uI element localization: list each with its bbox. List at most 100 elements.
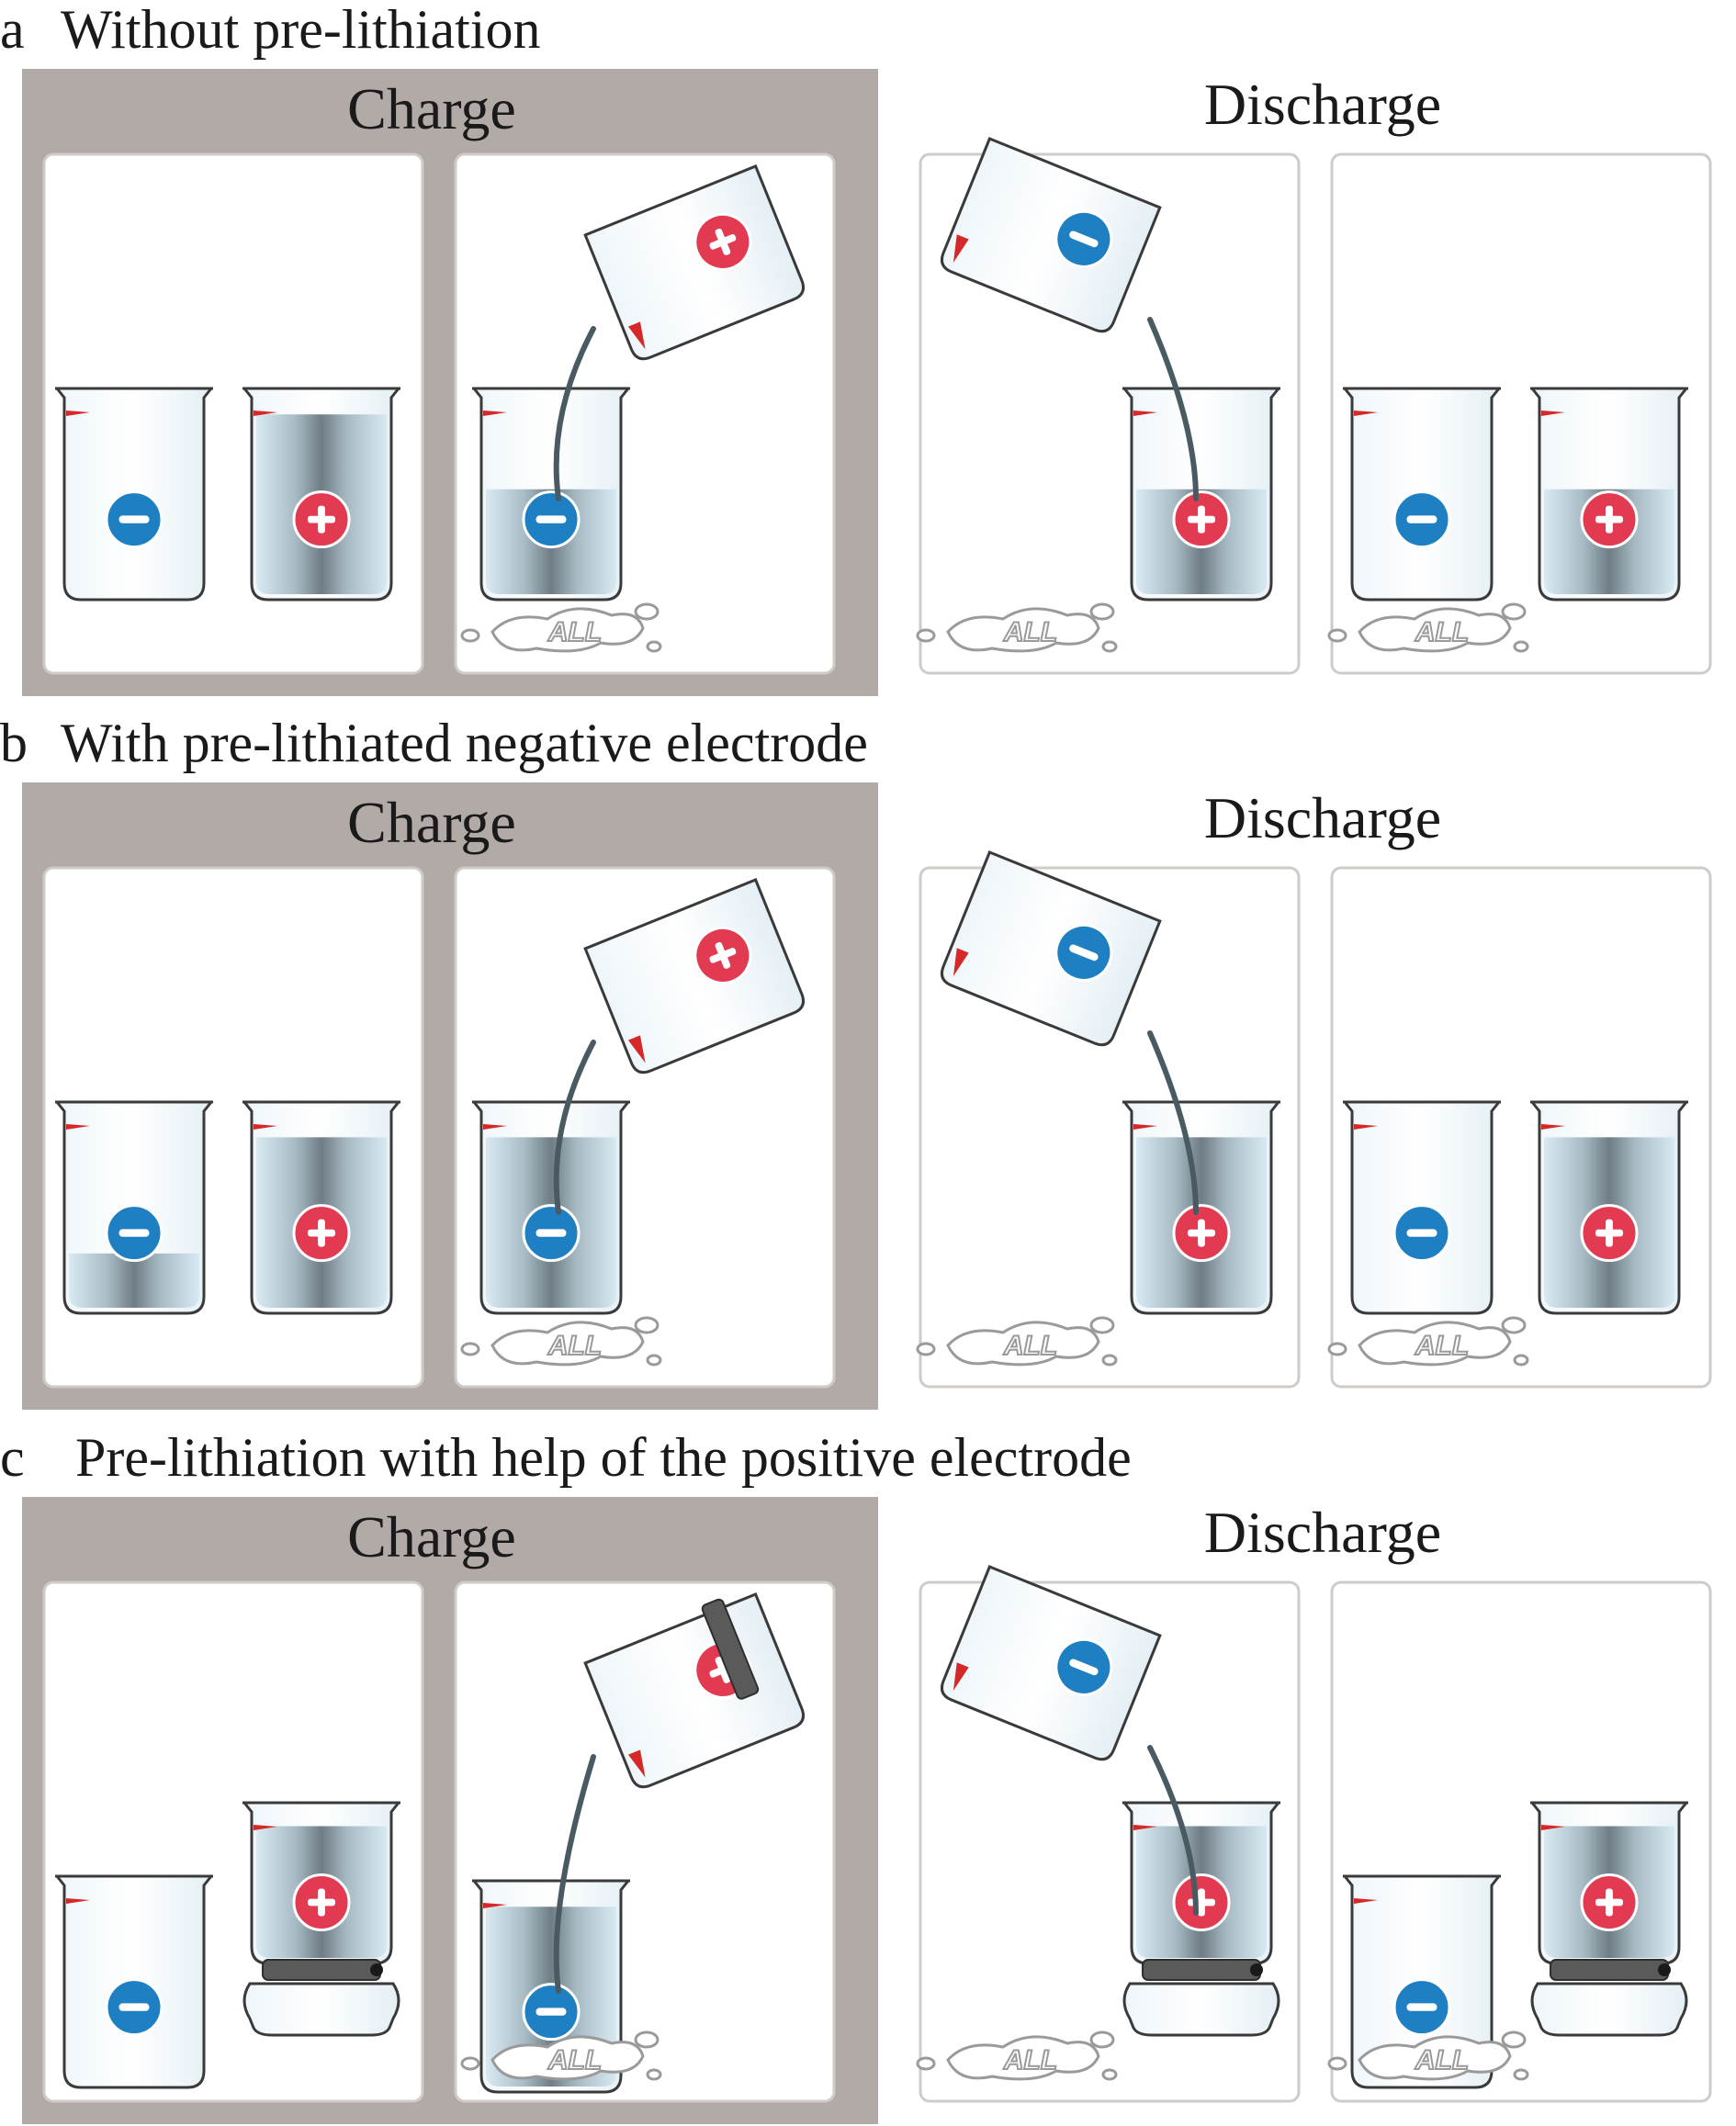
plus-badge-icon bbox=[292, 1204, 351, 1263]
negative-beaker bbox=[55, 1874, 213, 2089]
spill-label: ALL bbox=[547, 617, 602, 647]
pouring-beaker bbox=[583, 878, 806, 1074]
row-title: With pre-lithiated negative electrode bbox=[61, 713, 868, 773]
minus-badge-icon bbox=[522, 1983, 581, 2042]
panel-charge-pour: ALL bbox=[454, 152, 836, 675]
level-mark bbox=[953, 948, 969, 977]
positive-beaker bbox=[242, 387, 400, 602]
positive-beaker bbox=[1530, 387, 1688, 602]
spill-puddle: ALL bbox=[916, 1316, 1118, 1367]
minus-badge-icon bbox=[1392, 1978, 1451, 2037]
pouring-beaker bbox=[583, 164, 806, 361]
plus-badge-icon bbox=[693, 212, 752, 271]
level-mark bbox=[254, 1124, 277, 1130]
panel-charge-start bbox=[42, 866, 424, 1389]
spill-puddle: ALL bbox=[916, 2030, 1118, 2081]
panel-discharge-end: ALL bbox=[1327, 1580, 1712, 2103]
pour-beaker-glass bbox=[940, 137, 1162, 333]
discharge-title: Discharge bbox=[1204, 72, 1441, 137]
pour-beaker-glass bbox=[940, 1565, 1162, 1761]
level-mark bbox=[1354, 411, 1378, 416]
positive-beaker bbox=[1530, 1100, 1688, 1315]
spill-label: ALL bbox=[547, 1331, 602, 1361]
lower-reservoir bbox=[242, 1982, 400, 2037]
pour-stream bbox=[1147, 1745, 1199, 1916]
beaker-liquid bbox=[69, 1253, 199, 1308]
discharge-title: Discharge bbox=[1204, 1500, 1441, 1565]
minus-badge-icon bbox=[1054, 1637, 1113, 1696]
charge-title: Charge bbox=[347, 1504, 516, 1569]
spill-label: ALL bbox=[1415, 617, 1469, 647]
negative-beaker bbox=[55, 1100, 213, 1315]
plus-badge-icon bbox=[1172, 1873, 1231, 1931]
pouring-beaker bbox=[940, 1565, 1162, 1761]
pouring-beaker bbox=[940, 850, 1162, 1047]
level-mark bbox=[1354, 1124, 1378, 1130]
level-mark bbox=[953, 234, 969, 264]
spill-label: ALL bbox=[1003, 2045, 1057, 2075]
positive-beaker bbox=[1122, 387, 1280, 602]
plus-badge-icon bbox=[292, 1873, 351, 1931]
spill-puddle: ALL bbox=[460, 2030, 662, 2081]
negative-beaker bbox=[472, 387, 630, 602]
pouring-beaker bbox=[940, 137, 1162, 333]
electrode-bar bbox=[1550, 1959, 1669, 1981]
negative-beaker bbox=[1343, 387, 1501, 602]
plus-badge-icon bbox=[693, 926, 752, 984]
pour-stream bbox=[1147, 317, 1199, 501]
pour-stream bbox=[553, 1040, 596, 1215]
level-mark bbox=[66, 411, 90, 416]
positive-beaker bbox=[242, 1100, 400, 1315]
panel-discharge-end: ALL bbox=[1327, 866, 1712, 1389]
spill-label: ALL bbox=[547, 2045, 602, 2075]
level-mark bbox=[1541, 1124, 1565, 1130]
spill-puddle: ALL bbox=[460, 1316, 662, 1367]
level-mark bbox=[1133, 1825, 1157, 1830]
row-title: Without pre-lithiation bbox=[61, 0, 540, 60]
charge-title: Charge bbox=[347, 76, 516, 141]
row-label: a bbox=[0, 0, 25, 60]
electrode-bar bbox=[262, 1959, 381, 1981]
panel-discharge-end: ALL bbox=[1327, 152, 1712, 675]
spill-puddle: ALL bbox=[1327, 602, 1529, 653]
minus-badge-icon bbox=[1054, 209, 1113, 268]
plus-badge-icon bbox=[1172, 490, 1231, 549]
level-mark bbox=[1354, 1898, 1378, 1904]
level-mark bbox=[1133, 411, 1157, 416]
level-mark bbox=[627, 1035, 646, 1063]
minus-badge-icon bbox=[105, 490, 163, 549]
plus-badge-icon bbox=[1580, 1204, 1639, 1263]
panel-discharge-pour: ALL bbox=[916, 1565, 1301, 2103]
pour-stream bbox=[1147, 1030, 1199, 1215]
positive-beaker bbox=[1530, 1801, 1688, 2037]
negative-beaker bbox=[472, 1100, 630, 1315]
row-label: c bbox=[0, 1427, 25, 1488]
discharge-title: Discharge bbox=[1204, 785, 1441, 850]
electrode-bar bbox=[1142, 1959, 1261, 1981]
minus-badge-icon bbox=[522, 490, 581, 549]
level-mark bbox=[953, 1662, 969, 1692]
level-mark bbox=[1541, 1825, 1565, 1830]
panel-charge-start bbox=[42, 1580, 424, 2103]
pouring-beaker bbox=[583, 1592, 806, 1789]
plus-badge-icon bbox=[1172, 1204, 1231, 1263]
spill-puddle: ALL bbox=[460, 602, 662, 653]
level-mark bbox=[254, 411, 277, 416]
plus-badge-icon bbox=[1580, 1873, 1639, 1931]
level-mark bbox=[66, 1898, 90, 1904]
spill-puddle: ALL bbox=[1327, 2030, 1529, 2081]
pour-beaker-glass bbox=[583, 878, 806, 1074]
panel-charge-start bbox=[42, 152, 424, 675]
spill-puddle: ALL bbox=[916, 602, 1118, 653]
minus-badge-icon bbox=[1392, 1204, 1451, 1263]
minus-badge-icon bbox=[522, 1204, 581, 1263]
plus-badge-icon bbox=[292, 490, 351, 549]
row-label: b bbox=[0, 713, 28, 773]
pour-beaker-glass bbox=[940, 850, 1162, 1047]
panel-charge-pour: ALL bbox=[454, 866, 836, 1389]
minus-badge-icon bbox=[105, 1204, 163, 1263]
negative-beaker bbox=[1343, 1100, 1501, 1315]
plus-badge-icon bbox=[1580, 490, 1639, 549]
